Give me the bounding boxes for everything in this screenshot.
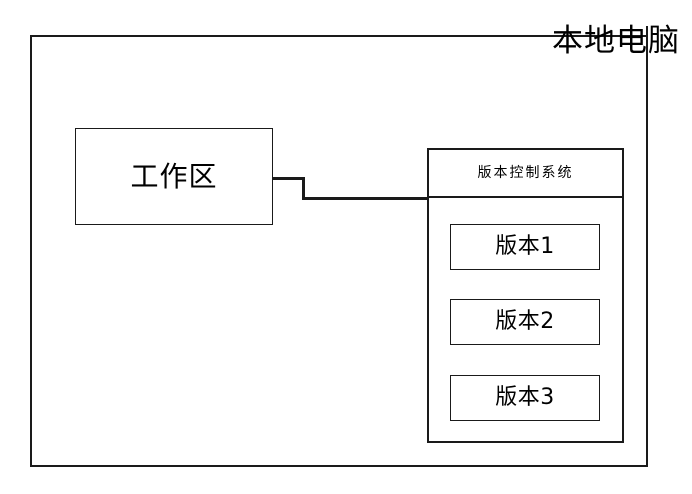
boundary-stroke-overshoot	[646, 26, 648, 38]
version-item-label: 版本3	[495, 385, 555, 410]
version-control-system-node: 版本控制系统 版本1 版本2 版本3	[427, 148, 624, 443]
connector-segment-vertical	[302, 177, 305, 199]
version-control-system-header: 版本控制系统	[429, 150, 622, 198]
version-control-system-label: 版本控制系统	[477, 165, 574, 181]
connector-segment-horizontal-upper	[273, 177, 305, 180]
version-list: 版本1 版本2 版本3	[429, 198, 622, 441]
workspace-node: 工作区	[75, 128, 273, 225]
version-item-label: 版本2	[495, 309, 555, 334]
version-item-label: 版本1	[495, 234, 555, 259]
version-item: 版本1	[450, 224, 600, 270]
workspace-label: 工作区	[130, 159, 218, 193]
connector-segment-horizontal-lower	[302, 197, 429, 200]
local-computer-title: 本地电脑	[552, 23, 680, 59]
version-item: 版本3	[450, 375, 600, 421]
version-item: 版本2	[450, 299, 600, 345]
